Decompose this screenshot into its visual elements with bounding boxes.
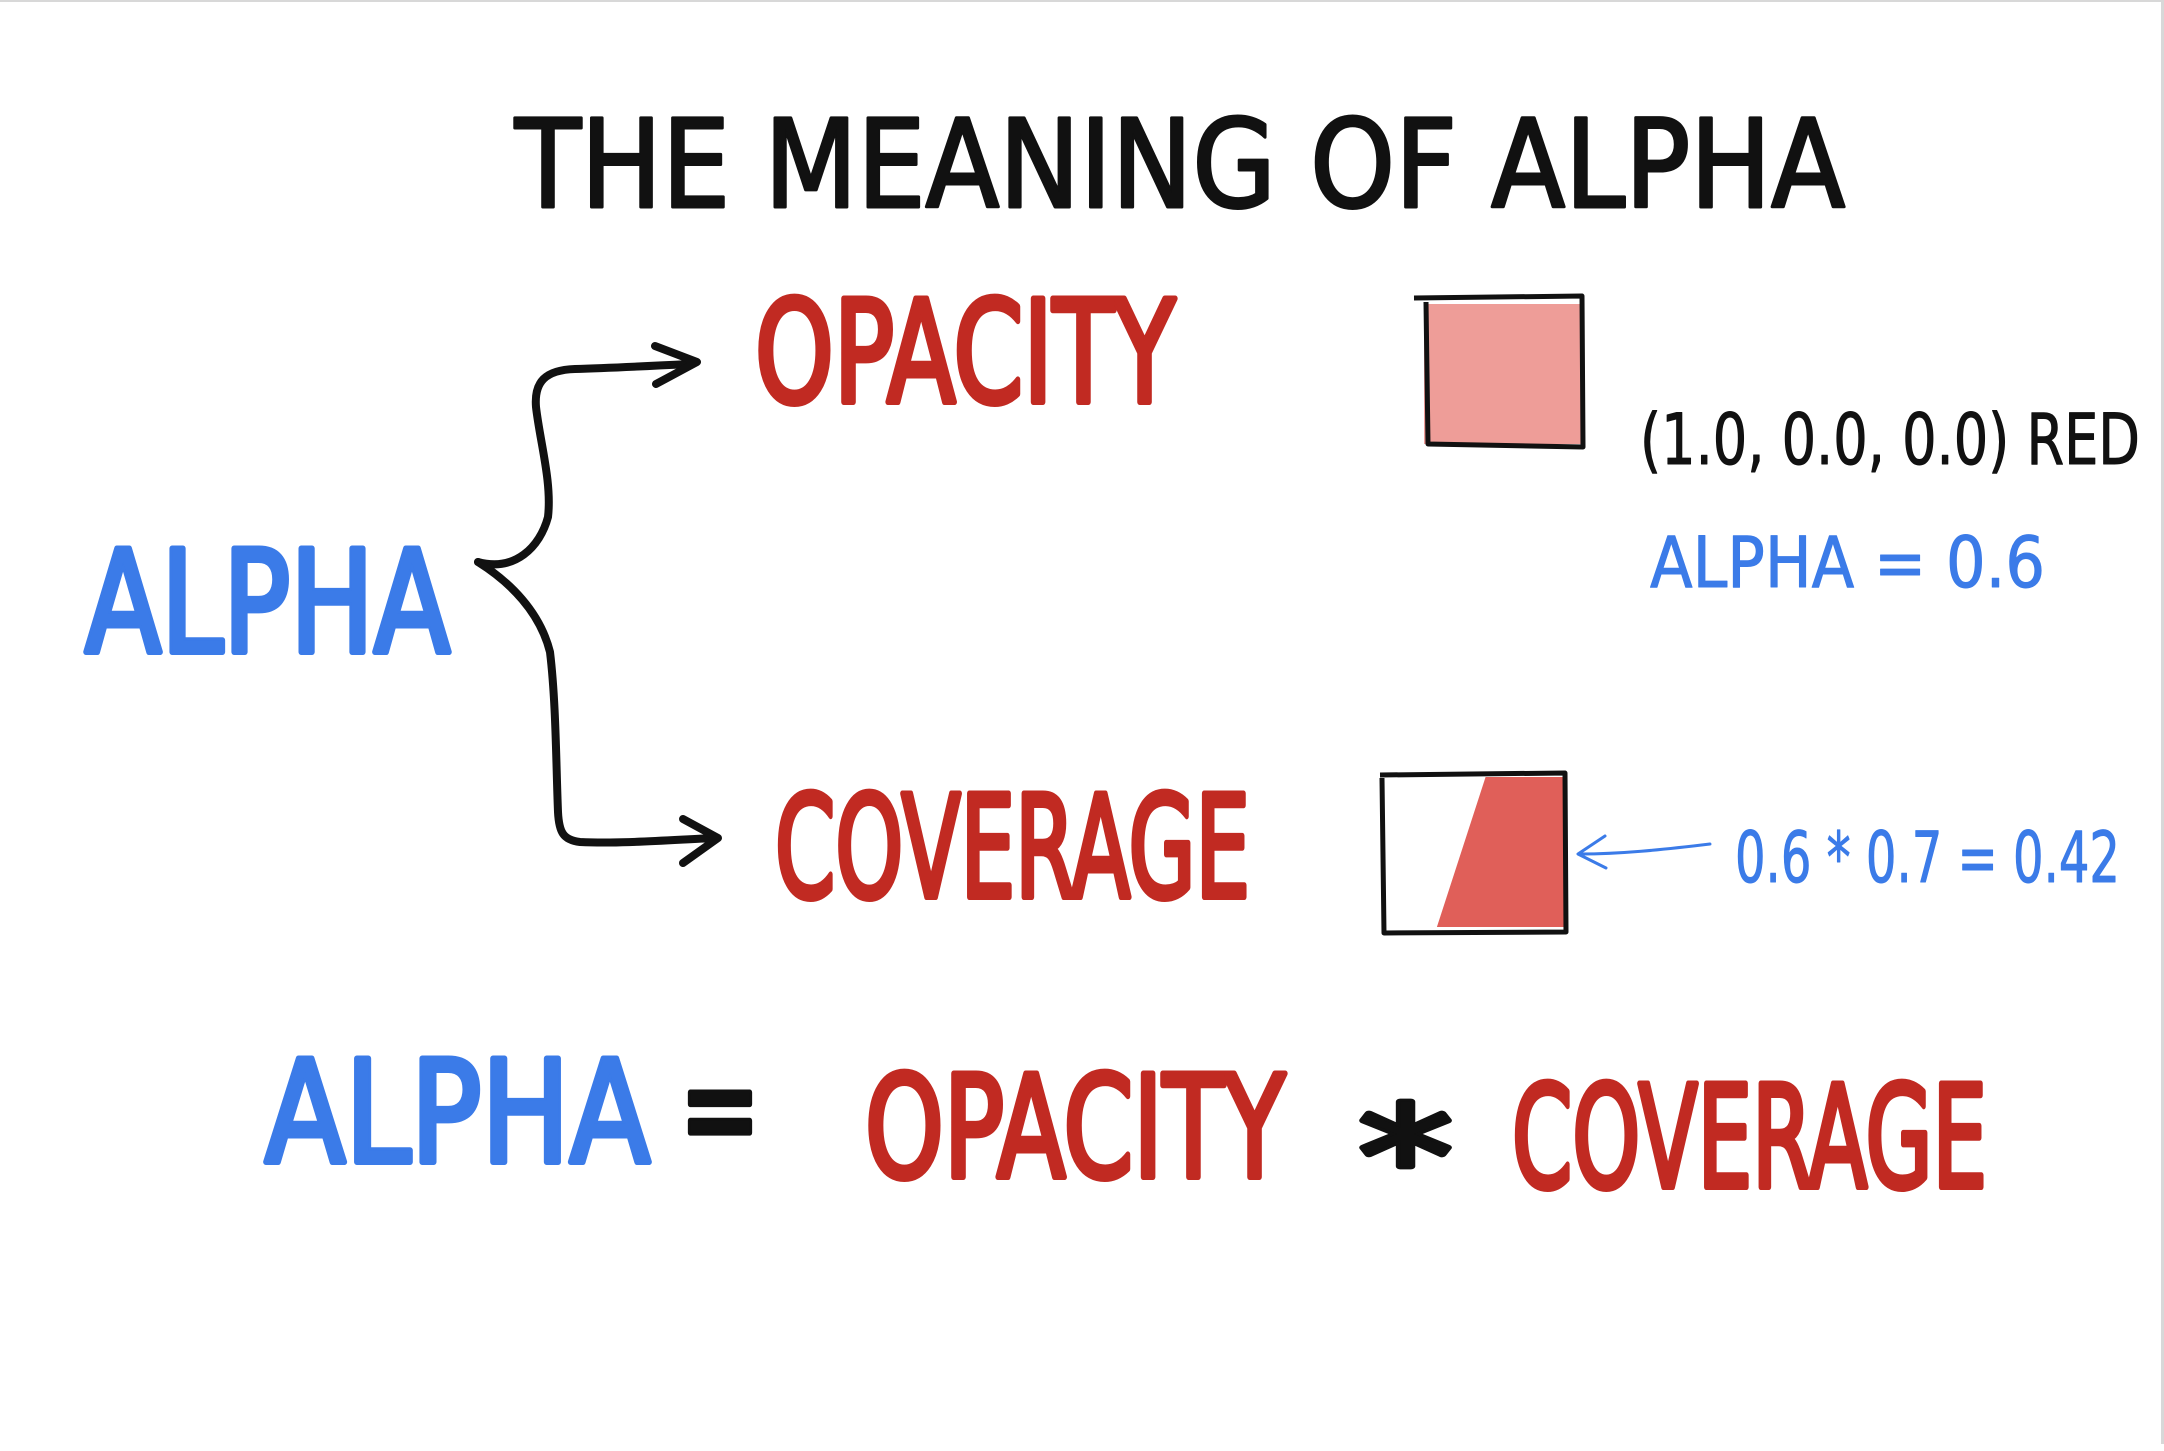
opacity-swatch-fill <box>1424 304 1582 444</box>
branch-bracket-connector <box>474 360 694 569</box>
formula-opacity: OPACITY <box>865 1046 1286 1211</box>
arrowhead-to-opacity <box>651 342 701 388</box>
coverage-swatch-fill <box>1436 777 1565 927</box>
coverage-note-arrow <box>1576 834 1712 870</box>
opacity-branch-label: OPACITY <box>755 271 1176 436</box>
opacity-swatch-outline <box>1413 293 1586 450</box>
formula-equals: = <box>680 1026 760 1191</box>
arrowhead-to-coverage <box>679 815 722 867</box>
coverage-calc-note: 0.6 * 0.7 = 0.42 <box>1735 817 2120 899</box>
color-tuple-note: (1.0, 0.0, 0.0) RED <box>1640 399 2140 481</box>
branch-bracket-lower <box>474 558 719 847</box>
coverage-branch-label: COVERAGE <box>775 766 1250 931</box>
coverage-swatch-outline <box>1379 770 1569 936</box>
alpha-value-note: ALPHA = 0.6 <box>1650 522 2045 604</box>
formula-alpha: ALPHA <box>265 1031 650 1196</box>
alpha-root-label: ALPHA <box>85 521 450 686</box>
formula-coverage: COVERAGE <box>1512 1056 1987 1221</box>
formula-multiply: * <box>1358 1076 1453 1241</box>
page-title: THE MEANING OF ALPHA <box>514 94 1845 236</box>
